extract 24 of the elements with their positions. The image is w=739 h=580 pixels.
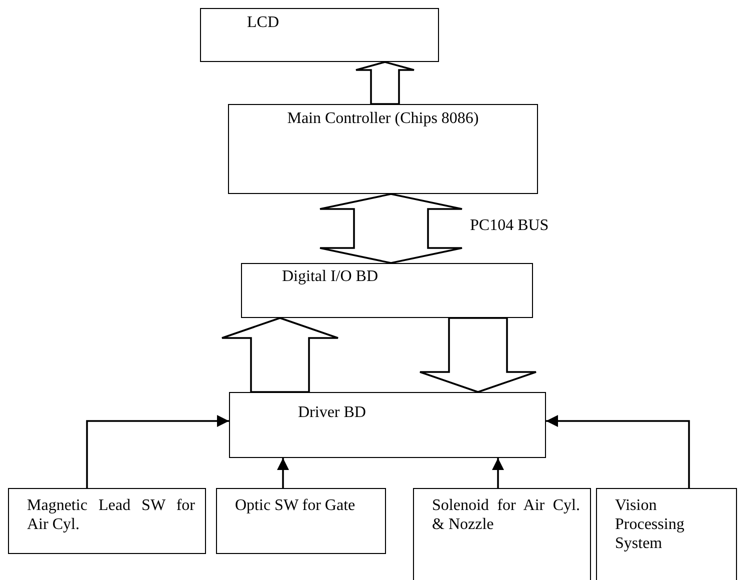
box-label: Magnetic Lead SW for Air Cyl. bbox=[27, 496, 195, 534]
block-box bbox=[200, 8, 439, 62]
box-label: Main Controller (Chips 8086) bbox=[286, 109, 480, 128]
block-arrow bbox=[221, 317, 339, 393]
block-box bbox=[228, 104, 538, 194]
block-box bbox=[229, 392, 546, 458]
arrow bbox=[546, 415, 690, 488]
arrow bbox=[86, 415, 229, 488]
arrow bbox=[492, 458, 504, 488]
block-arrow bbox=[419, 317, 537, 393]
box-label: Optic SW for Gate bbox=[235, 496, 356, 516]
box-label: Driver BD bbox=[298, 403, 366, 422]
block-box bbox=[596, 488, 737, 580]
block-arrow bbox=[355, 61, 415, 105]
block-box bbox=[8, 488, 206, 554]
block-box bbox=[241, 263, 533, 318]
arrow bbox=[277, 458, 289, 488]
box-label: Digital I/O BD bbox=[282, 267, 378, 286]
box-label: LCD bbox=[247, 13, 279, 32]
box-label: Solenoid for Air Cyl. & Nozzle bbox=[432, 496, 580, 534]
block-arrow bbox=[319, 193, 463, 264]
block-box bbox=[413, 488, 591, 580]
block-box bbox=[216, 488, 386, 554]
box-label: Vision Processing System bbox=[615, 496, 686, 554]
